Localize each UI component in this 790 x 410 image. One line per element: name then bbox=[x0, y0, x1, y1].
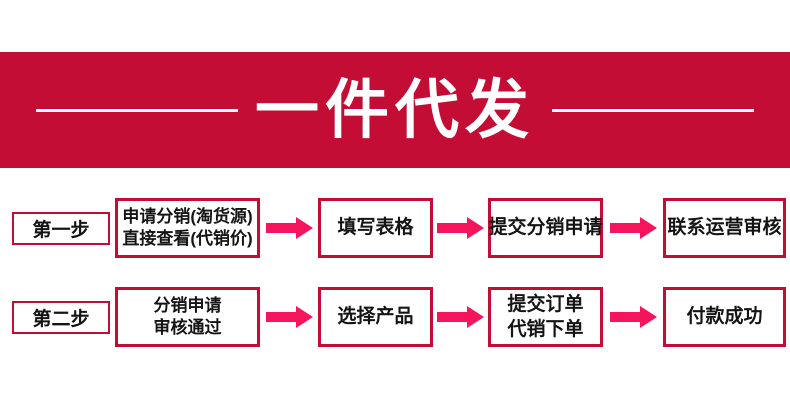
flow-box-contact-review: 联系运营审核 bbox=[663, 198, 786, 258]
arrow-tail bbox=[437, 223, 467, 233]
box-text-line: 联系运营审核 bbox=[667, 217, 782, 239]
banner-right-line bbox=[552, 108, 754, 112]
flow-box-payment-success: 付款成功 bbox=[663, 287, 786, 347]
box-text-line: 提交分销申请 bbox=[488, 217, 603, 239]
banner-left-line bbox=[36, 108, 238, 112]
arrow-head bbox=[639, 306, 657, 328]
box-text-line: 选择产品 bbox=[337, 306, 414, 328]
arrow-right-icon bbox=[260, 217, 318, 239]
step2-label: 第二步 bbox=[32, 308, 90, 330]
flow-row-step1: 第一步 申请分销(淘货源) 直接查看(代销价) 填写表格 提交分销申请 联系运营… bbox=[12, 198, 786, 258]
arrow-head bbox=[295, 306, 313, 328]
box-text-line: 直接查看(代销价) bbox=[122, 229, 253, 248]
banner: 一件代发 bbox=[0, 52, 790, 168]
arrow-tail bbox=[609, 312, 640, 322]
box-text-line: 提交订单 bbox=[507, 293, 584, 315]
banner-title: 一件代发 bbox=[255, 74, 535, 146]
arrow-right-icon bbox=[603, 306, 663, 328]
box-text-line: 付款成功 bbox=[686, 306, 763, 328]
arrow-right-icon bbox=[603, 217, 663, 239]
flow-box-apply-distribution: 申请分销(淘货源) 直接查看(代销价) bbox=[115, 198, 260, 258]
arrow-tail bbox=[265, 312, 296, 322]
box-text-line: 填写表格 bbox=[337, 217, 414, 239]
arrow-head bbox=[467, 306, 484, 328]
arrow-right-icon bbox=[433, 217, 488, 239]
arrow-head bbox=[639, 217, 657, 239]
box-text-line: 审核通过 bbox=[153, 318, 222, 337]
arrow-right-icon bbox=[433, 306, 488, 328]
flow-box-select-product: 选择产品 bbox=[318, 287, 433, 347]
flow-box-fill-form: 填写表格 bbox=[318, 198, 433, 258]
step2-label-box: 第二步 bbox=[12, 300, 110, 334]
flow-box-application-approved: 分销申请 审核通过 bbox=[115, 287, 260, 347]
step1-label-box: 第一步 bbox=[12, 211, 110, 245]
box-text-line: 代销下单 bbox=[507, 319, 584, 340]
arrow-head bbox=[467, 217, 484, 239]
box-text-line: 分销申请 bbox=[153, 295, 222, 315]
box-text-line: 申请分销(淘货源) bbox=[122, 206, 253, 226]
arrow-right-icon bbox=[260, 306, 318, 328]
flow-row-step2: 第二步 分销申请 审核通过 选择产品 提交订单 代销下单 付款成功 bbox=[12, 287, 786, 347]
arrow-tail bbox=[265, 223, 296, 233]
flow-box-submit-application: 提交分销申请 bbox=[488, 198, 603, 258]
flow-box-submit-order: 提交订单 代销下单 bbox=[488, 287, 603, 347]
step1-label: 第一步 bbox=[32, 219, 90, 241]
arrow-head bbox=[295, 217, 313, 239]
arrow-tail bbox=[609, 223, 640, 233]
arrow-tail bbox=[437, 312, 467, 322]
